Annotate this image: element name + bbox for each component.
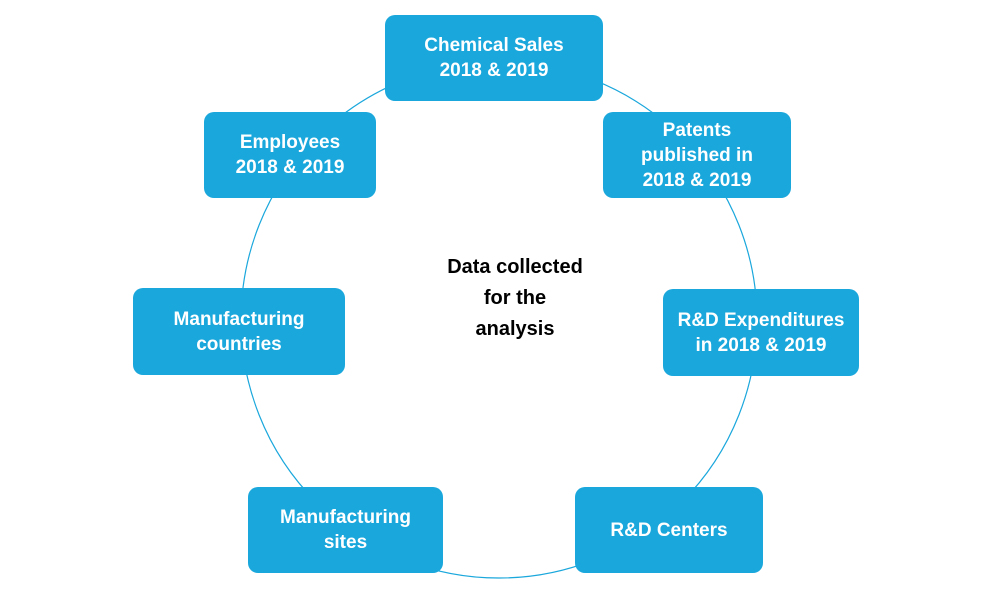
node-chemical-sales: Chemical Sales 2018 & 2019 [385, 15, 603, 101]
node-employees: Employees 2018 & 2019 [204, 112, 376, 198]
node-label: R&D Expenditures in 2018 & 2019 [677, 309, 845, 356]
center-label: Data collected for the analysis [447, 256, 583, 340]
node-label: Employees 2018 & 2019 [235, 132, 345, 178]
node-label: Chemical Sales 2018 & 2019 [424, 35, 564, 81]
node-rd-expenditures: R&D Expenditures in 2018 & 2019 [663, 289, 859, 376]
node-label: Patents published in 2018 & 2019 [641, 119, 753, 191]
node-label: R&D Centers [610, 519, 728, 541]
node-manufacturing-countries: Manufacturing countries [133, 288, 345, 375]
node-label: Manufacturing sites [280, 507, 411, 553]
node-manufacturing-sites: Manufacturing sites [248, 487, 443, 573]
node-label: Manufacturing countries [173, 308, 305, 355]
node-patents-published: Patents published in 2018 & 2019 [603, 112, 791, 198]
node-rd-centers: R&D Centers [575, 487, 763, 573]
